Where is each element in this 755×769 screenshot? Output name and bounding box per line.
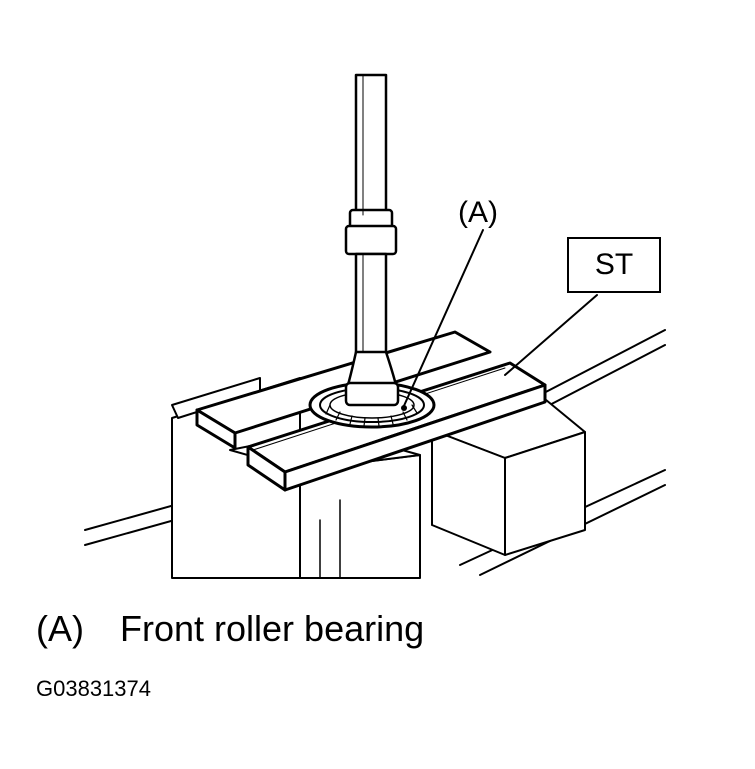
legend-letter: (A)	[36, 608, 84, 649]
callout-a-label: (A)	[458, 196, 498, 229]
callout-st-label: ST	[594, 248, 634, 281]
bearing-press-illustration	[84, 73, 666, 579]
callout-leaders	[402, 229, 598, 409]
right-support-block	[431, 394, 586, 556]
press-drift-shaft	[344, 73, 400, 407]
figure-code: G03831374	[36, 676, 151, 701]
callout-st-box: ST	[567, 237, 661, 293]
leader-dot	[401, 405, 407, 411]
legend-text: Front roller bearing	[120, 608, 425, 649]
